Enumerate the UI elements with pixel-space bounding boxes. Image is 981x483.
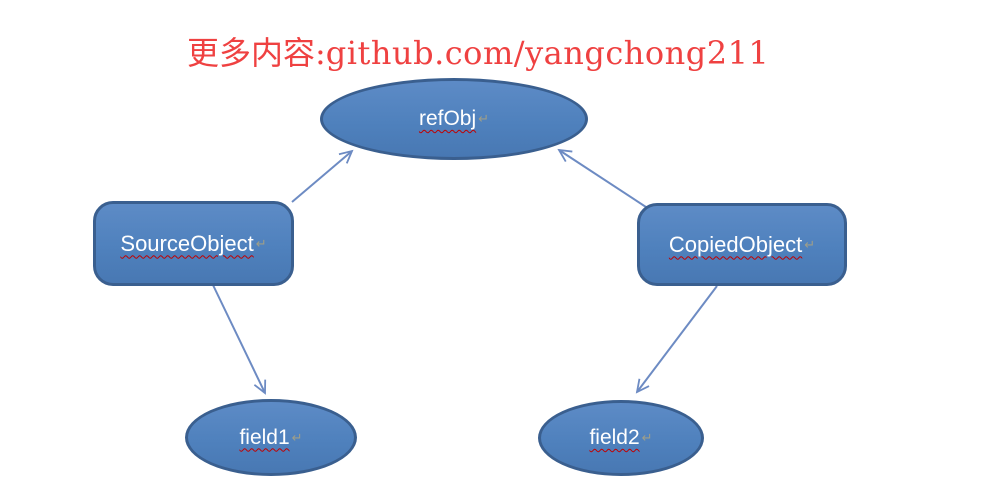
node-copiedobject: CopiedObject↵ bbox=[637, 203, 847, 286]
watermark-prefix: 更多内容: bbox=[187, 34, 326, 72]
edge-sourceobject-to-field1 bbox=[212, 284, 265, 393]
watermark-text: 更多内容:github.com/yangchong211 bbox=[187, 33, 769, 73]
edge-sourceobject-to-refobj bbox=[291, 151, 352, 203]
return-mark-icon: ↵ bbox=[255, 235, 267, 251]
edge-copiedobject-to-refobj bbox=[559, 150, 650, 210]
node-sourceobject-label: SourceObject bbox=[120, 230, 254, 256]
watermark-url: github.com/yangchong211 bbox=[325, 34, 770, 72]
return-mark-icon: ↵ bbox=[804, 236, 816, 252]
node-field2-label: field2 bbox=[589, 426, 640, 449]
node-sourceobject: SourceObject↵ bbox=[93, 201, 294, 286]
return-mark-icon: ↵ bbox=[291, 429, 303, 445]
node-field1-label: field1 bbox=[239, 425, 290, 449]
node-refobj-label: refObj bbox=[418, 107, 477, 130]
node-refobj: refObj↵ bbox=[320, 78, 588, 160]
return-mark-icon: ↵ bbox=[478, 111, 490, 126]
edge-copiedobject-to-field2 bbox=[637, 285, 718, 392]
node-field2: field2↵ bbox=[538, 400, 704, 476]
node-copiedobject-label: CopiedObject bbox=[668, 231, 803, 257]
return-mark-icon: ↵ bbox=[641, 430, 653, 445]
node-field1: field1↵ bbox=[185, 399, 357, 476]
